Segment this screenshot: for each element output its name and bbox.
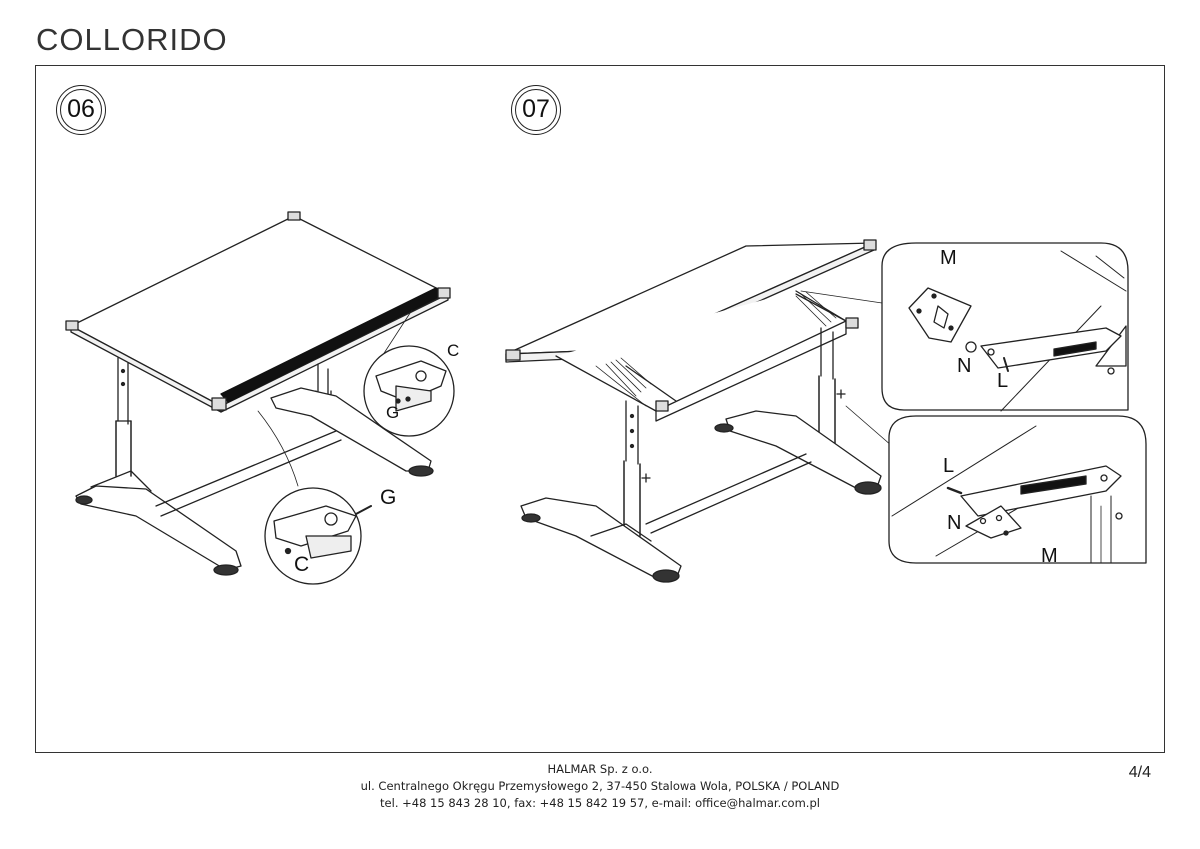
step-number-badge: 06 xyxy=(56,85,106,135)
company-footer: HALMAR Sp. z o.o. ul. Centralnego Okręgu… xyxy=(0,761,1200,812)
part-label-c: C xyxy=(294,553,310,576)
footer-contact: tel. +48 15 843 28 10, fax: +48 15 842 1… xyxy=(380,796,820,810)
step-number-badge: 07 xyxy=(511,85,561,135)
step-07-desk-drawing xyxy=(505,239,1147,583)
part-label-n: N xyxy=(947,512,962,534)
assembly-illustrations xyxy=(65,211,1147,585)
instruction-panel: 06 07 C G G C M N L L N M xyxy=(35,65,1165,753)
footer-company: HALMAR Sp. z o.o. xyxy=(547,762,653,776)
step-number: 06 xyxy=(67,95,95,123)
footer-address: ul. Centralnego Okręgu Przemysłowego 2, … xyxy=(360,779,840,793)
part-label-l: L xyxy=(997,370,1009,392)
part-label-n: N xyxy=(957,355,972,377)
step-number: 07 xyxy=(522,95,550,123)
step-06-desk-drawing xyxy=(65,211,455,585)
part-label-l: L xyxy=(943,455,955,477)
part-label-m: M xyxy=(1041,545,1058,567)
part-label-g: G xyxy=(386,403,400,422)
part-label-g: G xyxy=(380,486,397,509)
document-title: COLLORIDO xyxy=(36,22,228,57)
page-number: 4/4 xyxy=(1128,764,1151,781)
part-label-m: M xyxy=(940,247,957,269)
part-label-c: C xyxy=(447,341,460,360)
